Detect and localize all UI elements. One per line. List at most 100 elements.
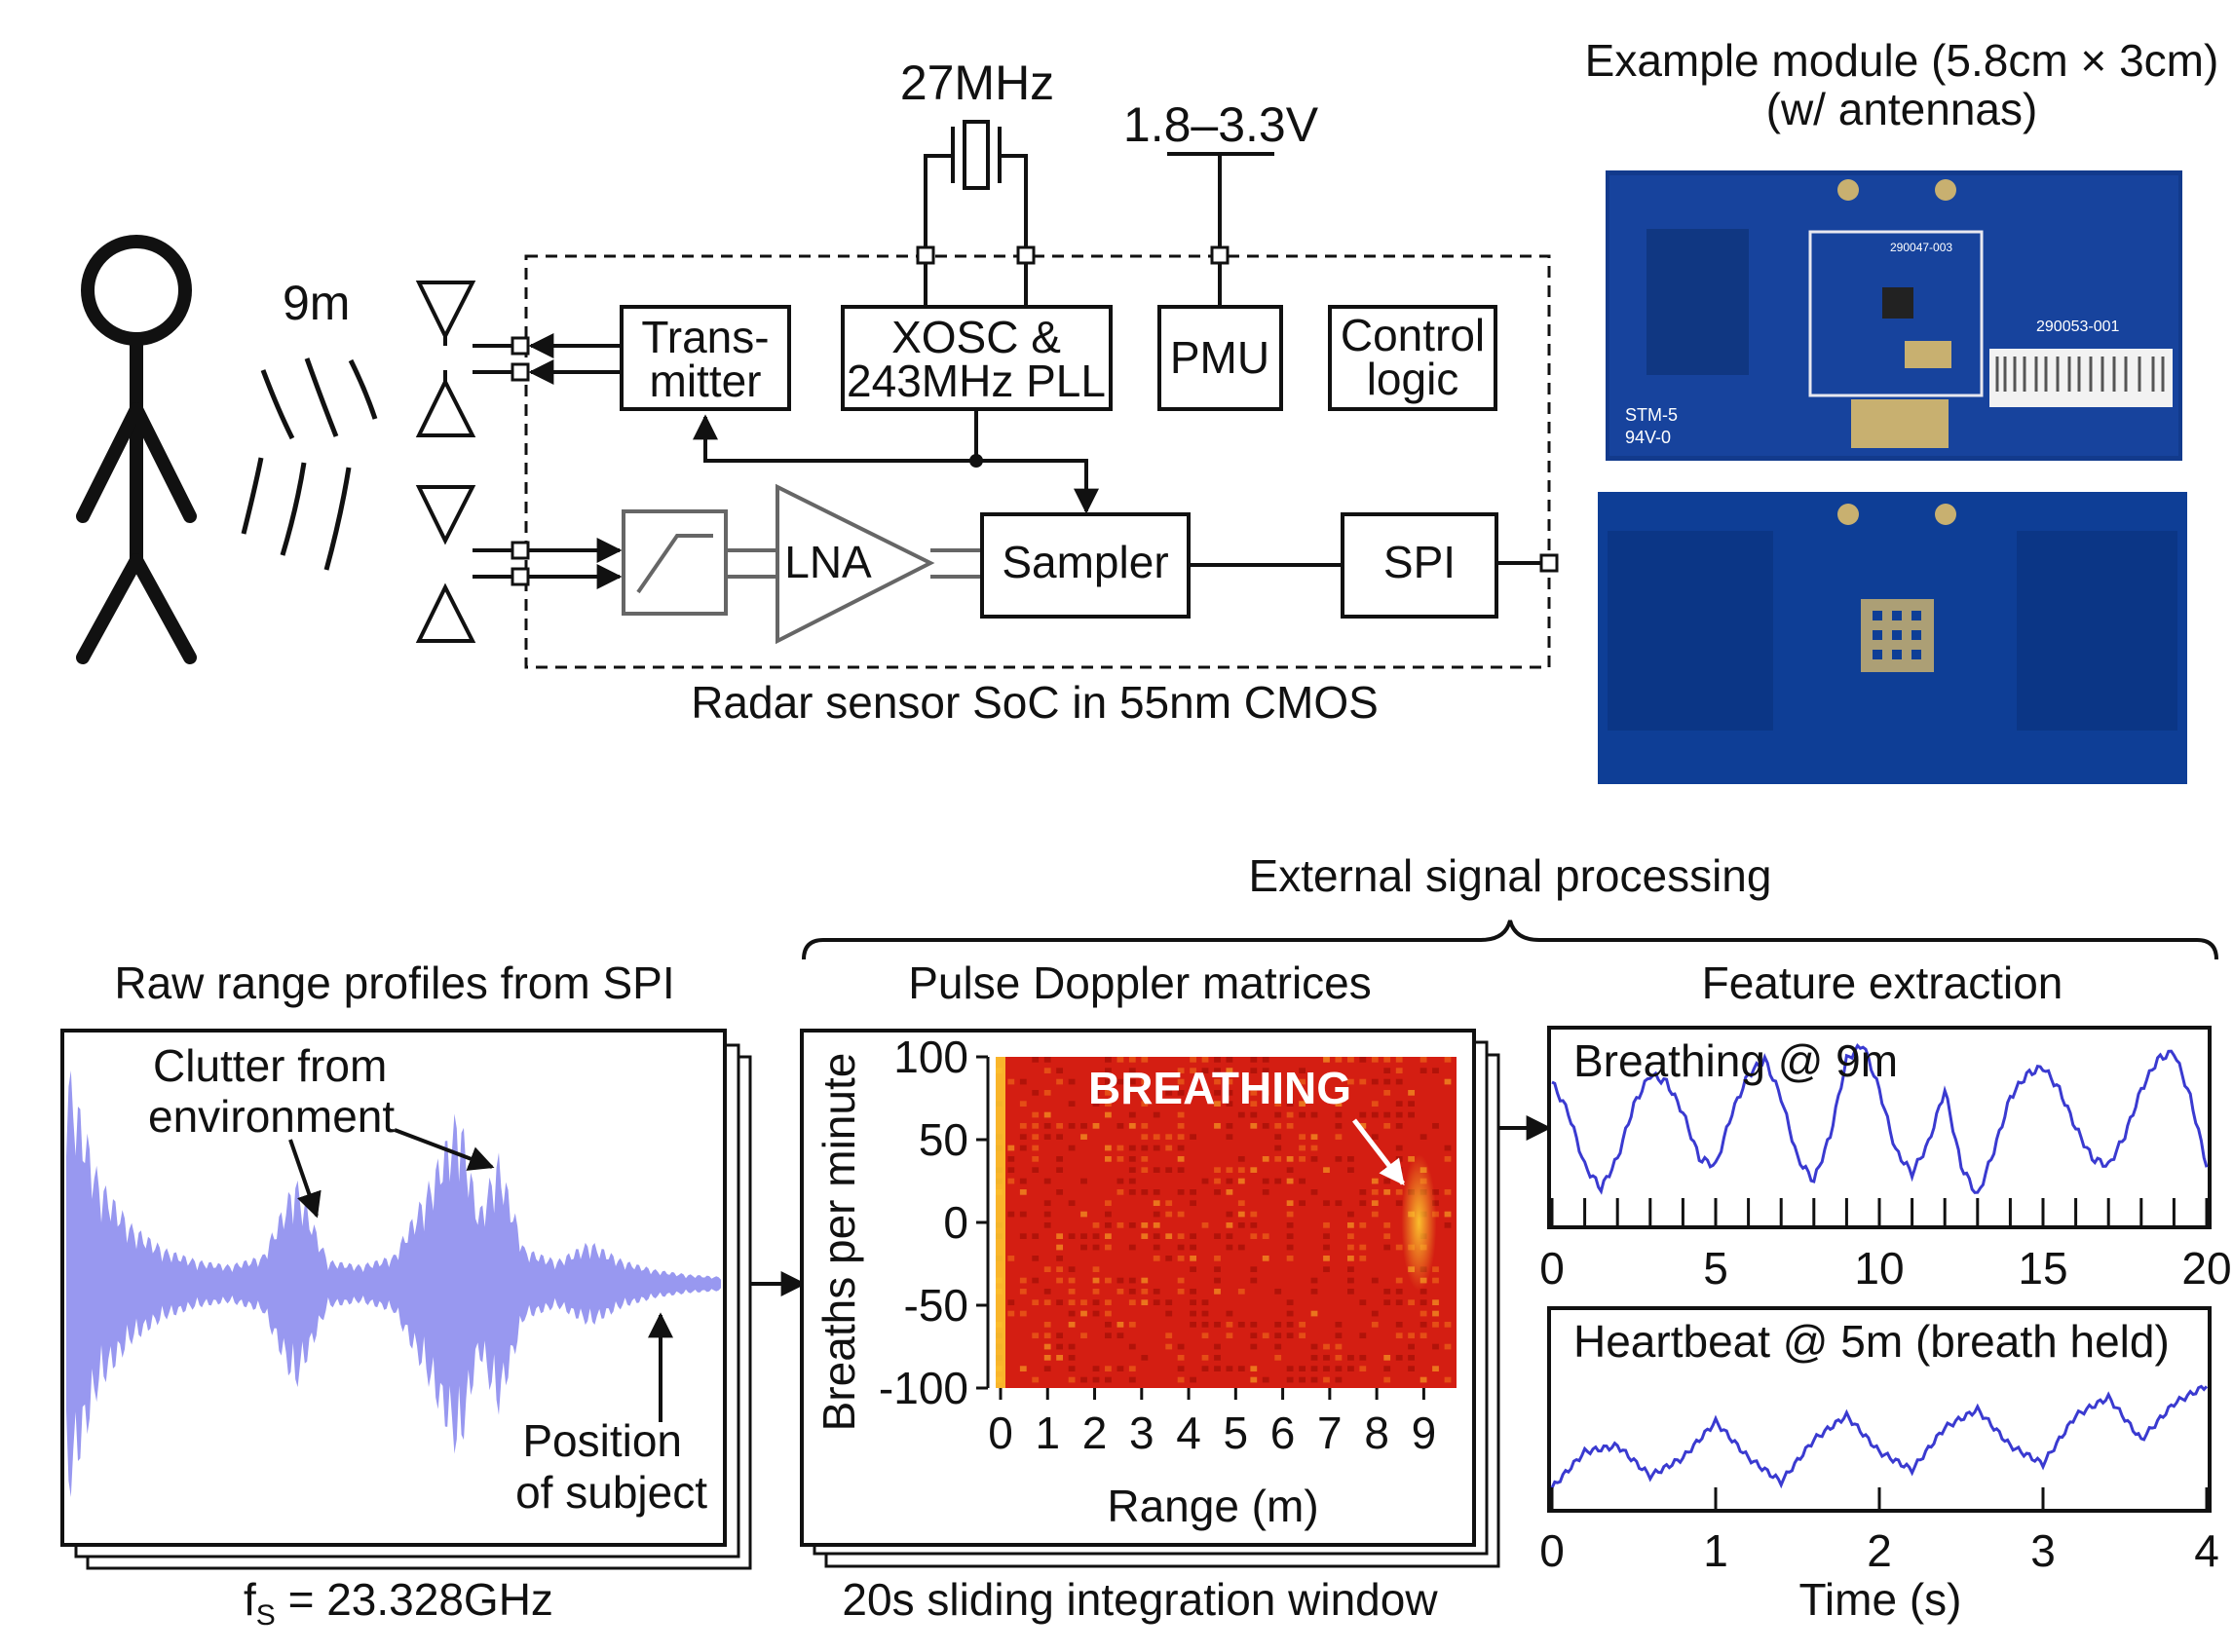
heatmap-cell	[1395, 1200, 1403, 1206]
heatmap-cell	[1105, 1101, 1112, 1107]
heatmap-cell	[1201, 1355, 1209, 1361]
heatmap-cell	[1092, 1289, 1100, 1295]
heatmap-cell	[1153, 1299, 1160, 1305]
heatmap-cell	[1043, 1289, 1051, 1295]
heatmap-cell	[1299, 1156, 1306, 1162]
heatmap-cell	[1056, 1123, 1063, 1129]
heatmap-cell	[1043, 1366, 1051, 1371]
heatmap-cell	[1310, 1376, 1318, 1383]
heatmap-cell	[1444, 1343, 1452, 1350]
heatmap-cell	[1116, 1222, 1124, 1228]
heatmap-cell	[1056, 1167, 1063, 1173]
heatmap-cell	[1347, 1156, 1354, 1162]
heatmap-cell	[1214, 1178, 1221, 1184]
heatmap-cell	[1007, 1310, 1015, 1317]
heatmap-cell	[1383, 1244, 1391, 1251]
heatmap-cell	[1395, 1078, 1403, 1085]
heatmap-cell	[1019, 1366, 1027, 1371]
heatmap-cell	[1201, 1310, 1209, 1317]
heatmap-cell	[1068, 1145, 1076, 1151]
heatmap-cell	[1165, 1233, 1173, 1239]
heatmap-cell	[1347, 1256, 1354, 1261]
heatmap-cell	[1105, 1090, 1112, 1096]
heatmap-cell	[1214, 1078, 1221, 1085]
heatmap-cell	[1359, 1355, 1367, 1361]
heatmap-cell	[1274, 1289, 1282, 1295]
heatmap-cell	[1250, 1366, 1258, 1371]
doppler-title: Pulse Doppler matrices	[908, 957, 1372, 1008]
heatmap-cell	[1080, 1123, 1087, 1129]
heatmap-cell	[1019, 1289, 1027, 1295]
heatmap-cell	[1347, 1078, 1354, 1085]
heatmap-cell	[1226, 1057, 1233, 1063]
heatmap-cell	[1105, 1156, 1112, 1162]
heatmap-cell	[1153, 1200, 1160, 1206]
heatmap-cell	[1128, 1222, 1136, 1228]
person-icon	[76, 235, 197, 664]
heatmap-cell	[1190, 1189, 1196, 1195]
heatmap-cell	[1201, 1322, 1209, 1328]
heatmap-cell	[1141, 1057, 1149, 1063]
heatmap-cell	[1408, 1101, 1415, 1107]
heatmap-cell	[1262, 1256, 1269, 1261]
heatmap-cell	[1371, 1211, 1379, 1218]
heatmap-cell	[1262, 1376, 1269, 1383]
heatmap-cell	[1286, 1366, 1294, 1371]
heatmap-cell	[1105, 1145, 1112, 1151]
heatmap-cell	[1335, 1355, 1343, 1361]
heatmap-cell	[1190, 1266, 1196, 1272]
heatmap-cell	[1128, 1123, 1136, 1129]
heatmap-cell	[1177, 1078, 1185, 1085]
antenna-icons	[415, 281, 476, 643]
heatmap-cell	[1116, 1366, 1124, 1371]
heatmap-cell	[1250, 1068, 1258, 1073]
heatmap-cell	[1299, 1078, 1306, 1085]
heatmap-cell	[1299, 1111, 1306, 1118]
heatmap-cell	[1383, 1178, 1391, 1184]
crystal-label: 27MHz	[900, 56, 1054, 110]
radio-waves-icon	[241, 357, 378, 571]
heatmap-cell	[1190, 1090, 1196, 1096]
heatmap-cell	[1237, 1200, 1245, 1206]
heatmap-cell	[1444, 1078, 1452, 1085]
heatmap-cell	[1116, 1123, 1124, 1129]
heatmap-cell	[1019, 1211, 1027, 1218]
heatmap-cell	[1250, 1333, 1258, 1338]
heatmap-cell	[1007, 1078, 1015, 1085]
heatmap-cell	[1043, 1123, 1051, 1129]
heatmap-cell	[1347, 1289, 1354, 1295]
heatmap-cell	[1323, 1167, 1330, 1173]
heatmap-cell	[1177, 1366, 1185, 1371]
module-board-bottom	[1598, 492, 2187, 784]
heatmap-cell	[1371, 1078, 1379, 1085]
heatmap-cell	[1395, 1322, 1403, 1328]
control-label-2: logic	[1367, 354, 1459, 404]
heatmap-cell	[1043, 1322, 1051, 1328]
heatmap-cell	[1105, 1366, 1112, 1371]
heatmap-cell	[1214, 1167, 1221, 1173]
heatmap-cell	[1237, 1244, 1245, 1251]
heatmap-cell	[1419, 1299, 1427, 1305]
heatmap-cell	[1153, 1189, 1160, 1195]
heatmap-cell	[1105, 1376, 1112, 1383]
heatmap-cell	[1165, 1134, 1173, 1140]
heatmap-cell	[1250, 1211, 1258, 1218]
heatmap-cell	[1335, 1156, 1343, 1162]
heatmap-cell	[1080, 1244, 1087, 1251]
heatmap-cell	[1068, 1101, 1076, 1107]
supply-label: 1.8–3.3V	[1123, 97, 1319, 152]
heatmap-cell	[1274, 1134, 1282, 1140]
heatmap-cell	[1056, 1156, 1063, 1162]
heatmap-cell	[1286, 1333, 1294, 1338]
heatmap-cell	[1237, 1111, 1245, 1118]
heatmap-cell	[1019, 1277, 1027, 1284]
x-tick-label-2: 2	[1867, 1525, 1892, 1576]
heatmap-cell	[1237, 1167, 1245, 1173]
x-tick-label-4: 4	[2194, 1525, 2219, 1576]
heatmap-cell	[1262, 1123, 1269, 1129]
heatmap-cell	[1250, 1222, 1258, 1228]
heatmap-cell	[1056, 1068, 1063, 1073]
heatmap-cell	[1165, 1145, 1173, 1151]
heartbeat-plot-frame	[1547, 1306, 2212, 1513]
